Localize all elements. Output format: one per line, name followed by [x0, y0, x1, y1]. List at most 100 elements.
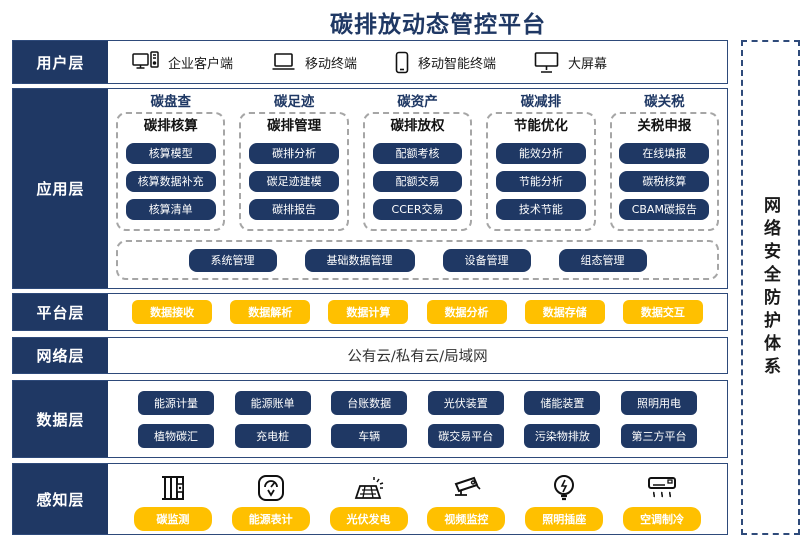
smartphone-icon: [395, 51, 409, 74]
application-columns: 碳盘查 碳排核算 核算模型 核算数据补充 核算清单 碳足迹 碳排管理 碳排分析 …: [116, 93, 720, 231]
platform-module: 数据计算: [328, 300, 409, 324]
column-subtitle: 节能优化: [513, 118, 568, 134]
security-sidebar-label: 网络安全防护体系: [760, 195, 780, 380]
sense-label: 照明插座: [525, 506, 604, 531]
sense-lighting-socket: 照明插座: [525, 472, 604, 531]
app-module: 节能分析: [496, 171, 586, 192]
platform-module: 数据存储: [524, 300, 605, 324]
video-surveillance-icon: [450, 472, 482, 502]
lighting-socket-icon: [551, 472, 577, 502]
layer-perception: 感知层 碳监测: [12, 463, 728, 535]
user-device-label: 大屏幕: [568, 56, 608, 72]
platform-module: 数据分析: [426, 300, 507, 324]
platform-module: 数据接收: [132, 300, 213, 324]
sense-air-conditioning: 空调制冷: [623, 472, 702, 531]
app-module: 能效分析: [496, 143, 586, 164]
perception-layer-content: 碳监测 能源表计: [108, 464, 727, 534]
app-module: 配额交易: [372, 171, 463, 192]
app-column-carbon-inventory: 碳盘查 碳排核算 核算模型 核算数据补充 核算清单: [116, 93, 226, 231]
app-module: 组态管理: [558, 248, 647, 272]
app-module: CCER交易: [372, 199, 463, 220]
application-layer-content: 碳盘查 碳排核算 核算模型 核算数据补充 核算清单 碳足迹 碳排管理 碳排分析 …: [108, 89, 727, 288]
column-header: 碳盘查: [150, 94, 191, 110]
data-source: 植物碳汇: [138, 423, 214, 448]
laptop-icon: [271, 52, 296, 72]
column-subtitle: 碳排管理: [267, 118, 322, 134]
layer-data: 数据层 能源计量 能源账单 台账数据 光伏装置 储能装置 照明用电 植物碳汇 充…: [12, 380, 728, 458]
data-source: 能源计量: [138, 390, 214, 415]
app-module: 核算数据补充: [125, 171, 216, 192]
sense-label: 视频监控: [427, 506, 506, 531]
carbon-monitor-icon: [158, 472, 188, 502]
sense-video-surveillance: 视频监控: [427, 472, 506, 531]
app-module: 基础数据管理: [304, 248, 415, 272]
sense-carbon-monitor: 碳监测: [133, 472, 212, 531]
layer-label-data: 数据层: [13, 381, 108, 457]
app-column-carbon-tariff: 碳关税 关税申报 在线填报 碳税核算 CBAM碳报告: [609, 93, 720, 231]
data-source: 碳交易平台: [427, 423, 504, 448]
sense-energy-meter: 能源表计: [231, 472, 310, 531]
layer-label-user: 用户层: [13, 41, 108, 83]
layer-network: 网络层 公有云/私有云/局域网: [12, 337, 728, 374]
data-source-row: 植物碳汇 充电桩 车辆 碳交易平台 污染物排放 第三方平台: [138, 423, 697, 448]
app-module: 核算清单: [125, 199, 216, 220]
common-management-box: 系统管理 基础数据管理 设备管理 组态管理: [116, 240, 719, 280]
app-module: 技术节能: [496, 199, 586, 220]
column-header: 碳足迹: [273, 94, 315, 110]
user-device-label: 企业客户端: [168, 56, 234, 72]
platform-module: 数据解析: [230, 300, 311, 324]
air-conditioning-icon: [646, 472, 678, 502]
column-box: 碳排管理 碳排分析 碳足迹建模 碳排报告: [239, 112, 349, 231]
user-device-big-screen: 大屏幕: [534, 51, 607, 74]
app-column-carbon-footprint: 碳足迹 碳排管理 碳排分析 碳足迹建模 碳排报告: [239, 93, 349, 231]
platform-layer-content: 数据接收 数据解析 数据计算 数据分析 数据存储 数据交互: [108, 294, 727, 330]
column-box: 碳排放权 配额考核 配额交易 CCER交易: [362, 112, 473, 231]
app-module: 碳排报告: [249, 199, 339, 220]
data-source: 储能装置: [524, 390, 601, 415]
column-subtitle: 碳排核算: [143, 118, 198, 134]
data-source: 光伏装置: [427, 390, 504, 415]
data-layer-content: 能源计量 能源账单 台账数据 光伏装置 储能装置 照明用电 植物碳汇 充电桩 车…: [108, 381, 727, 457]
app-module: 系统管理: [188, 248, 277, 272]
platform-module: 数据交互: [622, 300, 703, 324]
app-module: 配额考核: [372, 143, 463, 164]
app-module: 碳排分析: [249, 143, 339, 164]
user-device-label: 移动智能终端: [418, 56, 497, 72]
data-source: 车辆: [331, 423, 408, 448]
user-device-mobile-terminal: 移动终端: [271, 52, 357, 72]
layer-label-perception: 感知层: [13, 464, 108, 534]
app-module: CBAM碳报告: [619, 199, 710, 220]
app-module: 设备管理: [442, 248, 531, 272]
column-header: 碳关税: [644, 94, 685, 110]
solar-power-icon: [353, 472, 385, 502]
user-device-smart-mobile: 移动智能终端: [395, 51, 496, 74]
security-sidebar: 网络安全防护体系: [741, 40, 800, 535]
column-box: 碳排核算 核算模型 核算数据补充 核算清单: [116, 112, 226, 231]
sense-label: 空调制冷: [623, 506, 702, 531]
layer-application: 应用层 碳盘查 碳排核算 核算模型 核算数据补充 核算清单 碳足迹 碳排管理: [12, 88, 728, 289]
data-source: 第三方平台: [620, 423, 697, 448]
network-layer-text: 公有云/私有云/局域网: [347, 349, 488, 365]
energy-meter-icon: [256, 472, 286, 502]
app-column-carbon-reduction: 碳减排 节能优化 能效分析 节能分析 技术节能: [486, 93, 596, 231]
layer-platform: 平台层 数据接收 数据解析 数据计算 数据分析 数据存储 数据交互: [12, 293, 728, 331]
sense-label: 光伏发电: [329, 506, 408, 531]
user-layer-content: 企业客户端 移动终端 移动智能终端: [108, 41, 727, 83]
app-module: 在线填报: [619, 143, 710, 164]
column-subtitle: 碳排放权: [390, 118, 445, 134]
app-module: 碳税核算: [619, 171, 710, 192]
column-subtitle: 关税申报: [637, 118, 692, 134]
layer-label-network: 网络层: [13, 338, 108, 373]
large-screen-icon: [534, 51, 559, 74]
data-source: 充电桩: [234, 423, 311, 448]
page-title: 碳排放动态管控平台: [330, 12, 546, 38]
sense-label: 能源表计: [231, 506, 310, 531]
layer-label-application: 应用层: [13, 89, 108, 288]
column-header: 碳资产: [397, 94, 438, 110]
app-module: 碳足迹建模: [249, 171, 339, 192]
data-source: 照明用电: [620, 390, 697, 415]
data-source: 台账数据: [331, 390, 408, 415]
user-device-enterprise: 企业客户端: [132, 50, 234, 74]
layer-user: 用户层 企业客户端 移动终端: [12, 40, 728, 84]
